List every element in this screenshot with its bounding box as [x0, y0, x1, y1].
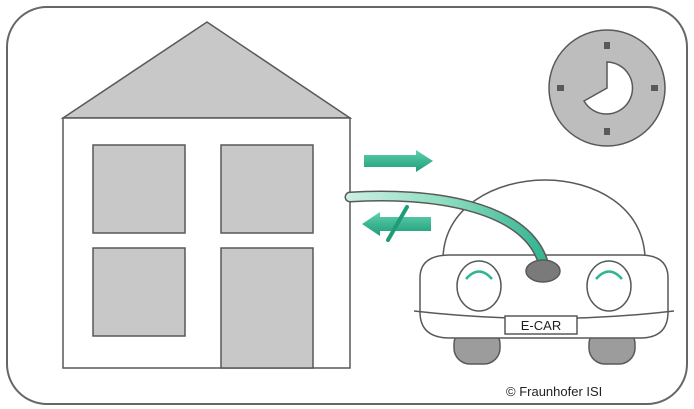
car-headlight-left [457, 261, 501, 311]
house-window-top-left [93, 145, 185, 233]
clock-icon [549, 30, 665, 146]
copyright-notice: © Fraunhofer ISI [506, 384, 602, 399]
car-headlight-right [587, 261, 631, 311]
house-window-top-right [221, 145, 313, 233]
charging-plug [526, 260, 560, 282]
car-license-plate-text: E-CAR [521, 318, 561, 333]
house-window-bottom-left [93, 248, 185, 336]
house-door [221, 248, 313, 368]
